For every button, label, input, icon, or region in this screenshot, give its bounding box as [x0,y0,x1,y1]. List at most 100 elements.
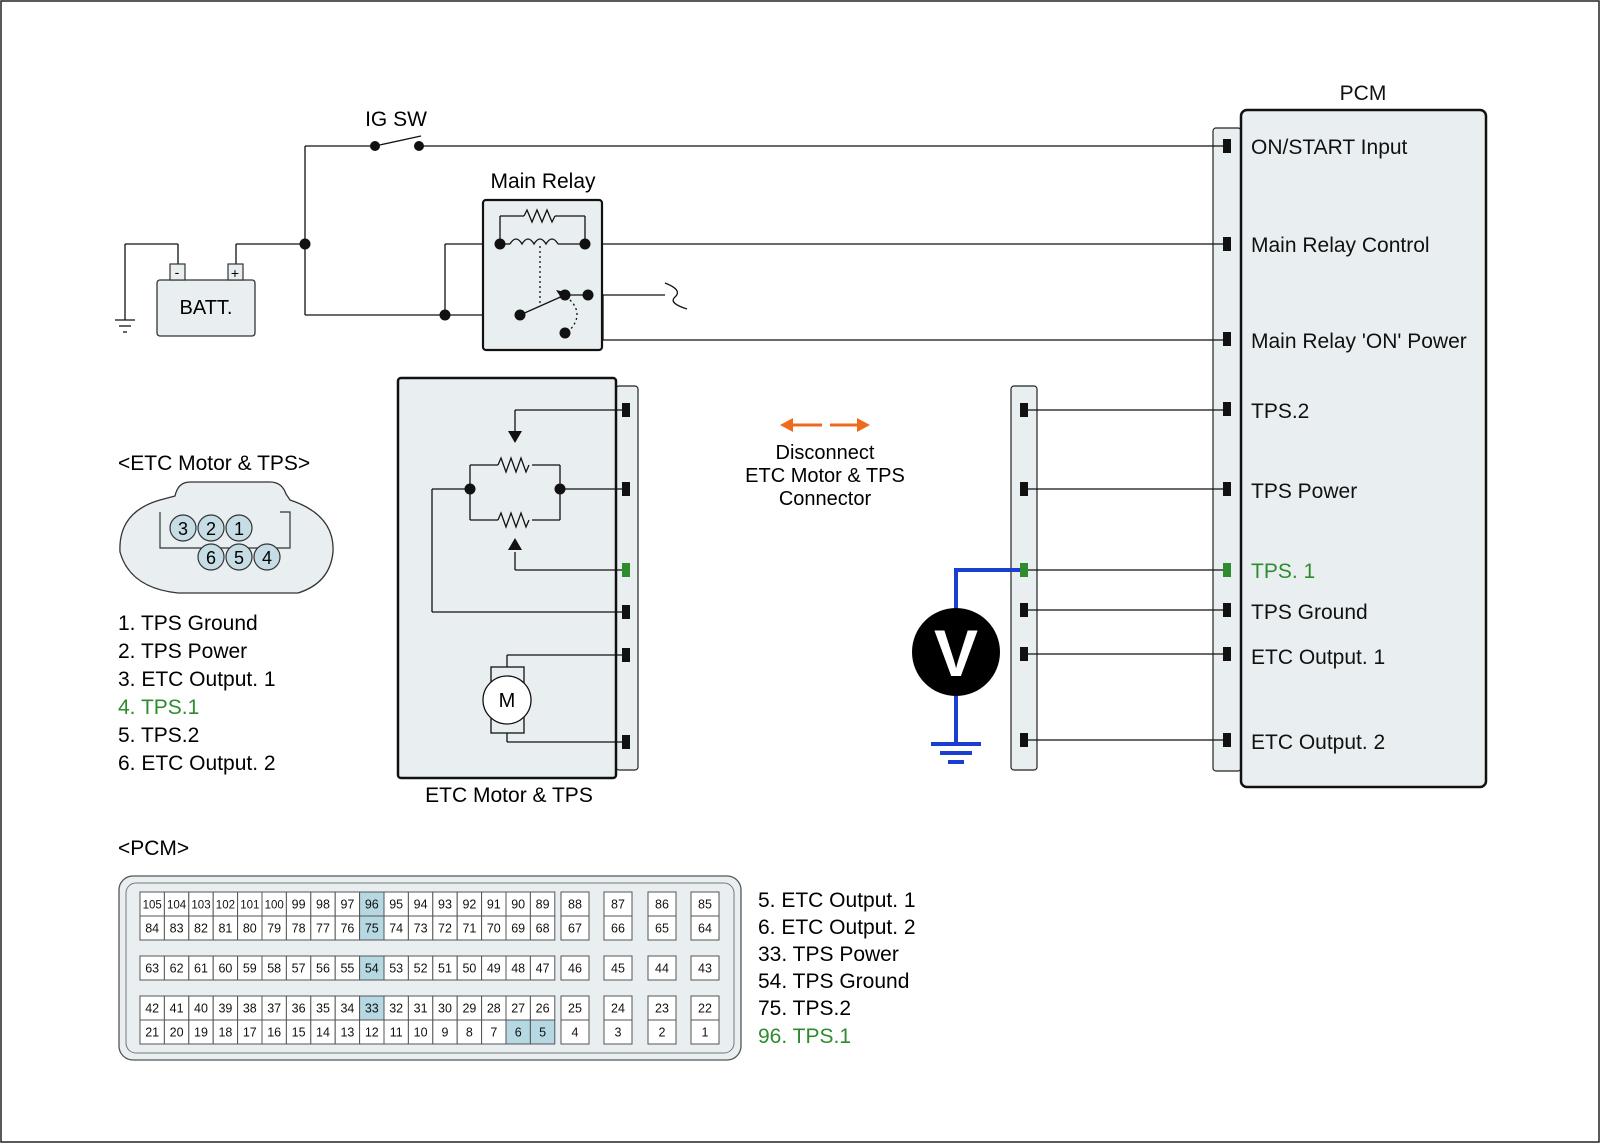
pcm-pin-number: 6 [515,1026,522,1040]
pcm-pin-number: 81 [218,922,232,936]
pcm-pin-number: 27 [511,1002,525,1016]
pcm-pin-number: 43 [698,962,712,976]
pcm-pin-cell [310,915,336,941]
pcm-pin-cell [505,915,531,941]
pcm-pin-number: 59 [243,962,257,976]
pcm-pin-number: 46 [568,962,582,976]
pcm-pin-number: 39 [218,1002,232,1016]
etc-connector-face: <ETC Motor & TPS> 3 2 1 6 5 4 1. TPS Gro… [118,452,334,775]
harness-wires [1024,409,1223,741]
pcm-pin-number: 102 [216,900,235,912]
etc-box [396,376,618,780]
pcm-pin-cell [690,915,720,941]
pcm-pin-cell [261,1019,287,1045]
battery-box [156,279,256,337]
arrow-left-icon [780,418,793,432]
pcm-pin-number: 21 [145,1026,159,1040]
pcm-pin-number: 71 [462,922,476,936]
pcm-pin-number: 69 [511,922,525,936]
pcm-pin-cell [529,891,556,917]
pcm-pin-number: 45 [611,962,625,976]
pcm-pin-cell [163,915,190,941]
pcm-pin-cell [432,915,458,941]
pcm-pin-number: 101 [240,900,259,912]
pcm-pin-number: 72 [438,922,452,936]
pcm-pin-number: 87 [611,898,625,912]
etc-node [554,483,566,495]
etc-node [464,483,476,495]
pcm-pin-number: 47 [536,962,550,976]
pcm-pin-cell [603,915,633,941]
etc-pin-number: 5 [234,548,244,568]
etc-terminals [622,403,630,749]
etc-legend-item: 1. TPS Ground [118,612,258,635]
pcm-pin-number: 76 [340,922,354,936]
power-wiring [124,135,1223,341]
etc-connector-pins [169,514,281,571]
pcm-pin-cell [456,915,483,941]
pcm-pin-cell [383,955,409,981]
pcm-pin-number: 80 [243,922,257,936]
pcm-pin-number: 15 [292,1026,306,1040]
pcm-pin-cell [560,995,590,1021]
relay-node [494,238,506,250]
pcm-pin-number: 73 [414,922,428,936]
pcm-pin-cell [432,1019,458,1045]
pcm-pin-number: 49 [487,962,501,976]
pcm-pin-number: 78 [292,922,306,936]
wiper-arrow-icon [508,538,522,550]
pcm-pin-number: 29 [462,1002,476,1016]
relay-node [559,327,571,339]
pcm-pin-cell [456,891,483,917]
pcm-pin-number: 79 [267,922,281,936]
pcm-pin-number: 99 [292,898,306,912]
battery-minus-terminal [169,263,186,281]
pcm-pin-number: 4 [572,1026,579,1040]
pcm-pin-cell [603,1019,633,1045]
pcm-pin-number: 94 [414,898,428,912]
voltmeter-icon [912,608,1000,696]
pcm-pin-number: 51 [438,962,452,976]
junction-node [439,309,451,321]
pcm-pin-number: 60 [218,962,232,976]
pcm-pin-cell [139,995,165,1021]
pcm-pin-label: Main Relay Control [1251,234,1430,257]
pcm-pin-number: 92 [462,898,476,912]
disconnect-note-line: Disconnect [776,442,875,464]
etc-connector-shell [119,481,334,594]
wiper-arrow-icon [508,431,522,443]
pcm-pin-cell [310,995,336,1021]
ig-switch-label: IG SW [365,108,427,131]
etc-pin-number: 4 [262,548,272,568]
pcm-pin-cell [481,995,507,1021]
pcm-pin-number: 61 [194,962,208,976]
pcm-pin-cell [334,1019,361,1045]
pcm-pin-cell [285,995,312,1021]
pcm-pin-cell [603,955,633,981]
pcm-pin-label: TPS Ground [1251,601,1368,624]
pcm-pin-number: 38 [243,1002,257,1016]
pcm-pin-number: 64 [698,922,712,936]
pcm-pin-cell [334,995,361,1021]
pcm-pin-number: 97 [340,898,354,912]
etc-legend-item: 5. TPS.2 [118,724,199,747]
pcm-pin-number: 17 [243,1026,257,1040]
pcm-pin-number: 105 [143,900,162,912]
pcm-pin-label: TPS Power [1251,480,1357,503]
pcm-pin-cell [647,891,677,917]
pcm-terminals [1223,139,1231,747]
pcm-pin-label: TPS.2 [1251,400,1309,423]
pcm-pin-number: 26 [536,1002,550,1016]
pcm-pin-cell [481,915,507,941]
battery-ground-icon [115,319,135,333]
pcm-pin-cell [359,955,385,981]
etc-legend-item-highlighted: 4. TPS.1 [118,696,199,719]
etc-legend-item: 2. TPS Power [118,640,247,663]
pcm-pin-cell [560,955,590,981]
pcm-connector-title: <PCM> [118,837,189,860]
pcm-pin-cell [237,955,263,981]
pcm-pin-number: 93 [438,898,452,912]
pcm-legend-item: 6. ETC Output. 2 [758,916,916,939]
pcm-pin-label: ETC Output. 2 [1251,731,1385,754]
pcm-pin-cell [212,955,239,981]
